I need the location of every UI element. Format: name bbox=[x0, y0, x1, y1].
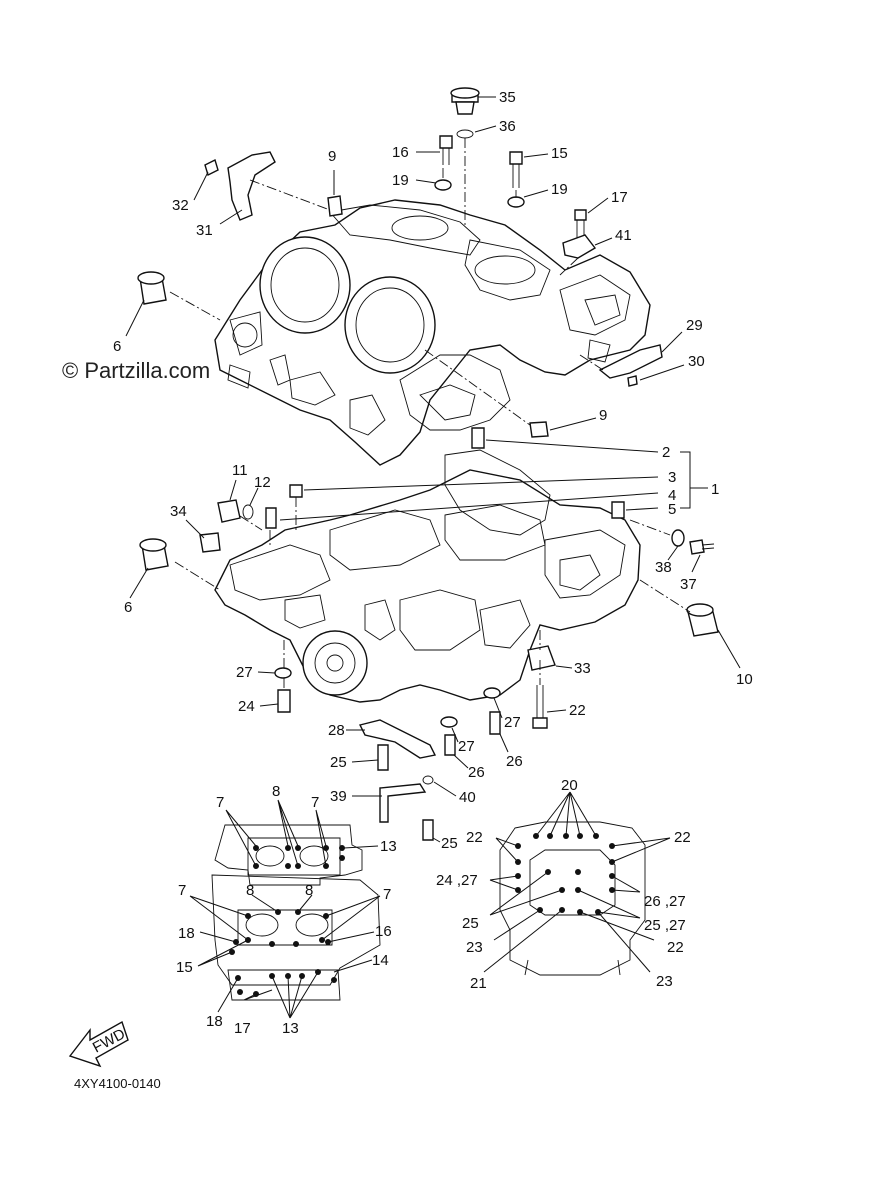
callout-28: 28 bbox=[328, 722, 345, 739]
callout-40: 40 bbox=[459, 789, 476, 806]
callout-20: 20 bbox=[561, 777, 578, 794]
callout-26: 26 bbox=[506, 753, 523, 770]
callout-13b: 13 bbox=[282, 1020, 299, 1037]
callout-17: 17 bbox=[611, 189, 628, 206]
callout-41: 41 bbox=[615, 227, 632, 244]
callout-3: 3 bbox=[668, 469, 676, 486]
lower-bolt-pattern bbox=[499, 821, 646, 976]
callout-2: 2 bbox=[662, 444, 670, 461]
watermark-line-1: © Partzilla.com bbox=[62, 358, 210, 383]
callout-38: 38 bbox=[655, 559, 672, 576]
callout-9: 9 bbox=[328, 148, 336, 165]
callout-25: 25 bbox=[330, 754, 347, 771]
callout-35: 35 bbox=[499, 89, 516, 106]
callout-21: 21 bbox=[470, 975, 487, 992]
callout-15: 15 bbox=[551, 145, 568, 162]
upper-bolt-pattern bbox=[211, 824, 381, 1001]
callout-7b: 7 bbox=[311, 794, 319, 811]
callout-6: 6 bbox=[113, 338, 121, 355]
callout-23: 23 bbox=[466, 939, 483, 956]
callout-12: 12 bbox=[254, 474, 271, 491]
callout-25c: 25 bbox=[462, 915, 479, 932]
leader-lines bbox=[125, 96, 741, 843]
callout-24: 24 bbox=[238, 698, 255, 715]
upper-crankcase bbox=[214, 199, 651, 466]
callout-16b: 16 bbox=[375, 923, 392, 940]
callout-30: 30 bbox=[688, 353, 705, 370]
callout-31: 31 bbox=[196, 222, 213, 239]
fwd-arrow-icon bbox=[68, 1020, 129, 1068]
callout-26b: 26 bbox=[468, 764, 485, 781]
callout-22b: 22 bbox=[466, 829, 483, 846]
callout-33: 33 bbox=[574, 660, 591, 677]
callout-19: 19 bbox=[392, 172, 409, 189]
lower-crankcase bbox=[214, 449, 641, 703]
callout-22d: 22 bbox=[667, 939, 684, 956]
callout-22c: 22 bbox=[674, 829, 691, 846]
parts bbox=[137, 87, 719, 841]
callout-labels: 35 36 16 15 19 19 17 41 9 32 31 6 29 30 … bbox=[113, 89, 753, 1037]
callout-29: 29 bbox=[686, 317, 703, 334]
callout-27c: 27 bbox=[458, 738, 475, 755]
diagram-code: 4XY4100-0140 bbox=[74, 1076, 161, 1091]
callout-10: 10 bbox=[736, 671, 753, 688]
callout-18b: 18 bbox=[206, 1013, 223, 1030]
callout-8c: 8 bbox=[305, 882, 313, 899]
callout-14: 14 bbox=[372, 952, 389, 969]
callout-1: 1 bbox=[711, 481, 719, 498]
callout-26-27: 26 ,27 bbox=[644, 893, 686, 910]
callout-9b: 9 bbox=[599, 407, 607, 424]
callout-19b: 19 bbox=[551, 181, 568, 198]
callout-27b: 27 bbox=[504, 714, 521, 731]
callout-24-27: 24 ,27 bbox=[436, 872, 478, 889]
schematic-leaders bbox=[189, 791, 671, 1019]
callout-5: 5 bbox=[668, 501, 676, 518]
callout-37: 37 bbox=[680, 576, 697, 593]
callout-8: 8 bbox=[272, 783, 280, 800]
callout-17b: 17 bbox=[234, 1020, 251, 1037]
callout-7: 7 bbox=[216, 794, 224, 811]
callout-6b: 6 bbox=[124, 599, 132, 616]
callout-11: 11 bbox=[232, 462, 248, 479]
callout-4: 4 bbox=[668, 487, 676, 504]
callout-23b: 23 bbox=[656, 973, 673, 990]
callout-34: 34 bbox=[170, 503, 187, 520]
callout-22: 22 bbox=[569, 702, 586, 719]
callout-7d: 7 bbox=[383, 886, 391, 903]
callout-36: 36 bbox=[499, 118, 516, 135]
callout-32: 32 bbox=[172, 197, 189, 214]
callout-16: 16 bbox=[392, 144, 409, 161]
callout-39: 39 bbox=[330, 788, 347, 805]
callout-13: 13 bbox=[380, 838, 397, 855]
callout-27: 27 bbox=[236, 664, 253, 681]
callout-25-27: 25 ,27 bbox=[644, 917, 686, 934]
callout-7c: 7 bbox=[178, 882, 186, 899]
callout-25b: 25 bbox=[441, 835, 458, 852]
callout-18: 18 bbox=[178, 925, 195, 942]
callout-8b: 8 bbox=[246, 882, 254, 899]
callout-15b: 15 bbox=[176, 959, 193, 976]
